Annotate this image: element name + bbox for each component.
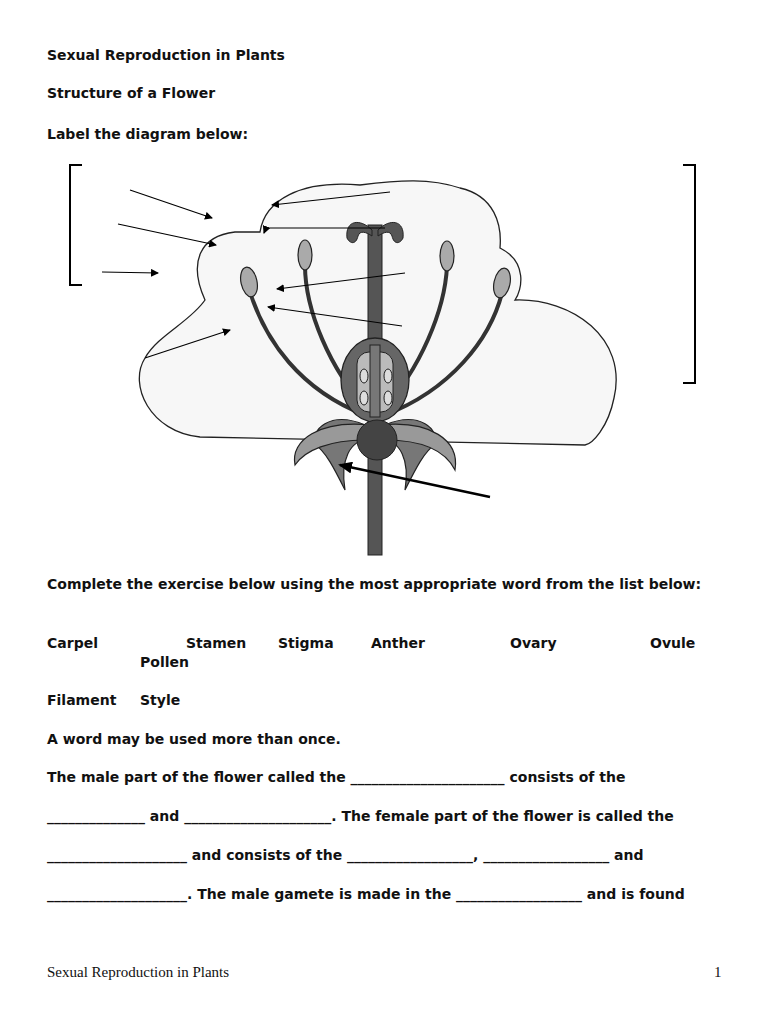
word-option: Style — [140, 691, 180, 709]
word-option: Ovary — [510, 634, 557, 652]
footer-text: Sexual Reproduction in Plants — [47, 963, 229, 981]
word-option: Pollen — [140, 653, 189, 671]
page-number: 1 — [714, 963, 722, 981]
note: A word may be used more than once. — [47, 730, 341, 748]
word-option: Carpel — [47, 634, 98, 652]
word-option: Filament — [47, 691, 116, 709]
word-option: Ovule — [650, 634, 695, 652]
word-option: Stamen — [186, 634, 246, 652]
instruction: Label the diagram below: — [47, 125, 248, 143]
section-heading: Structure of a Flower — [47, 84, 215, 102]
worksheet-title: Sexual Reproduction in Plants — [47, 46, 285, 64]
instruction: Complete the exercise below using the mo… — [47, 575, 717, 593]
fill-in-paragraph: The male part of the flower called the _… — [47, 758, 719, 914]
word-option: Anther — [371, 634, 425, 652]
word-option: Stigma — [278, 634, 334, 652]
